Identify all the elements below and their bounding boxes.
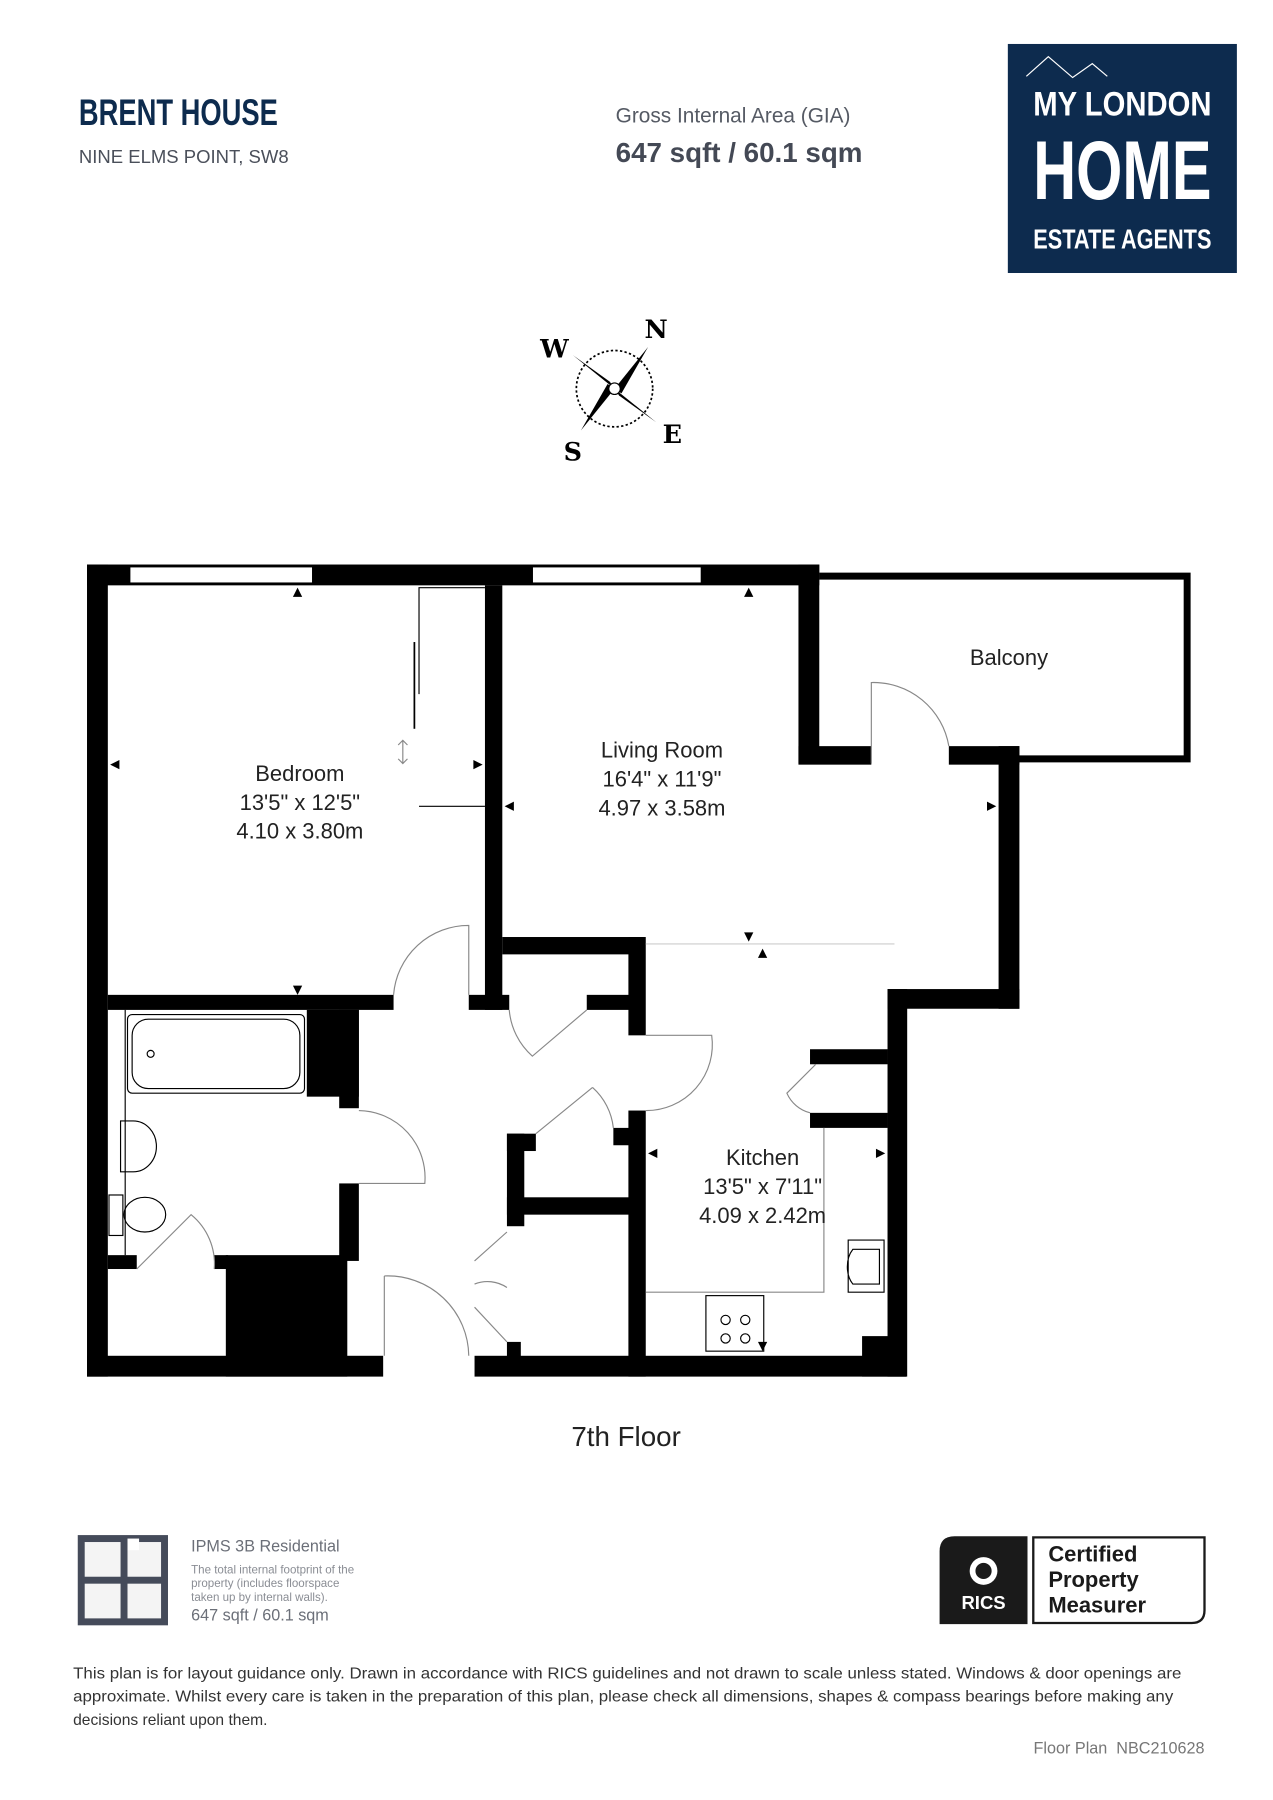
rics-badge: RICS Certified Property Measurer [939, 1536, 1206, 1625]
ipms-icon [77, 1535, 168, 1626]
ipms-desc-3: taken up by internal walls). [191, 1592, 328, 1604]
ipms-desc-2: property (includes floorspace [191, 1578, 339, 1590]
floor-plan-reference: Floor Plan NBC210628 [1034, 1740, 1205, 1758]
agency-logo: MY LONDON HOME ESTATE AGENTS [1007, 43, 1237, 274]
ipms-value: 647 sqft / 60.1 sqm [191, 1607, 329, 1625]
room-living-imperial: 16'4" x 11'9" [603, 767, 722, 792]
rics-brand: RICS [961, 1592, 1005, 1613]
disclaimer-line-1: This plan is for layout guidance only. D… [73, 1666, 1181, 1683]
room-bedroom-metric: 4.10 x 3.80m [236, 819, 363, 844]
compass-icon: N E S W [539, 314, 682, 467]
property-address: NINE ELMS POINT, SW8 [79, 146, 289, 167]
logo-line-1: MY LONDON [1033, 86, 1211, 124]
property-title: BRENT HOUSE [79, 91, 278, 133]
room-bedroom-imperial: 13'5" x 12'5" [240, 790, 360, 815]
rics-line-3: Measurer [1048, 1593, 1146, 1618]
gia-value: 647 sqft / 60.1 sqm [616, 137, 863, 168]
disclaimer-line-2: approximate. Whilst every care is taken … [73, 1689, 1173, 1706]
rics-line-2: Property [1048, 1567, 1139, 1592]
rics-line-1: Certified [1048, 1542, 1137, 1567]
ipms-desc-1: The total internal footprint of the [191, 1564, 354, 1576]
gia-label: Gross Internal Area (GIA) [616, 105, 851, 128]
compass-e: E [663, 419, 682, 449]
compass-w: W [539, 333, 569, 363]
floor-label: 7th Floor [571, 1421, 681, 1452]
floor-plan: Bedroom 13'5" x 12'5" 4.10 x 3.80m Livin… [87, 564, 1191, 1377]
logo-line-3: ESTATE AGENTS [1033, 224, 1211, 255]
disclaimer-line-3: decisions reliant upon them. [73, 1712, 267, 1729]
logo-line-2: HOME [1033, 124, 1211, 217]
ipms-title: IPMS 3B Residential [191, 1537, 339, 1555]
room-balcony-name: Balcony [970, 645, 1048, 670]
room-kitchen-name: Kitchen [726, 1145, 799, 1170]
room-kitchen-metric: 4.09 x 2.42m [699, 1203, 826, 1228]
room-living-metric: 4.97 x 3.58m [598, 796, 725, 821]
room-living-name: Living Room [601, 738, 723, 763]
room-bedroom-name: Bedroom [255, 761, 344, 786]
room-kitchen-imperial: 13'5" x 7'11" [703, 1174, 822, 1199]
compass-n: N [645, 314, 668, 344]
compass-s: S [564, 436, 582, 466]
